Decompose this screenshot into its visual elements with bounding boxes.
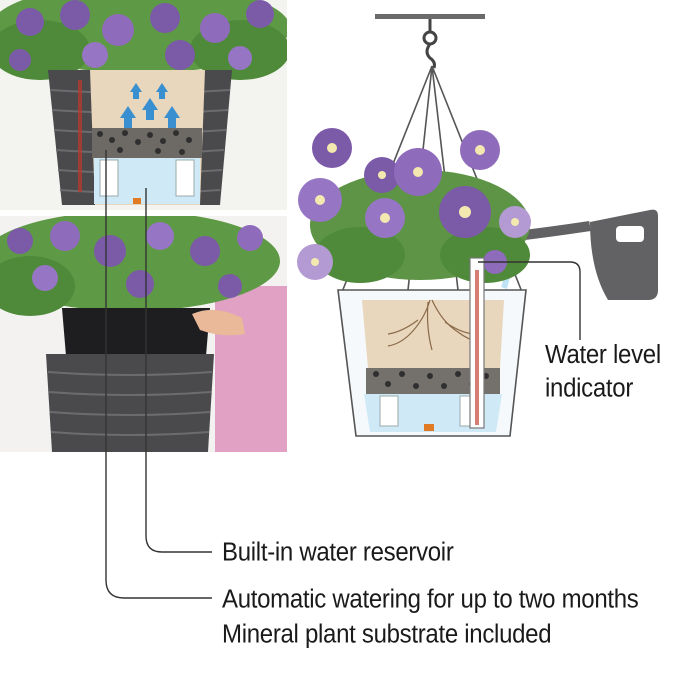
watering-can bbox=[515, 209, 658, 300]
petunia-flowers bbox=[9, 0, 274, 71]
automatic-watering-label: Automatic watering for up to two months bbox=[222, 584, 639, 614]
planter-cutaway-photo bbox=[0, 0, 287, 210]
hanging-planter-illustration bbox=[290, 0, 700, 460]
upward-arrows bbox=[120, 83, 180, 128]
cutaway-section bbox=[78, 70, 205, 205]
substrate-label: Mineral plant substrate included bbox=[222, 619, 552, 649]
inner-insert bbox=[62, 308, 210, 356]
builtin-reservoir-label: Built-in water reservoir bbox=[222, 537, 454, 567]
water-level-leader bbox=[478, 261, 581, 340]
indicator-rod bbox=[78, 80, 82, 192]
insert-removal-photo bbox=[0, 216, 287, 452]
pink-cloth bbox=[215, 286, 287, 452]
transparent-pot bbox=[337, 257, 527, 437]
rattan-planter bbox=[46, 354, 214, 452]
water-level-indicator-label: Water level indicator bbox=[545, 340, 661, 403]
ceiling-bar bbox=[375, 14, 485, 19]
soil bbox=[362, 300, 504, 368]
hook bbox=[422, 30, 438, 69]
petunia-flowers bbox=[297, 128, 531, 280]
